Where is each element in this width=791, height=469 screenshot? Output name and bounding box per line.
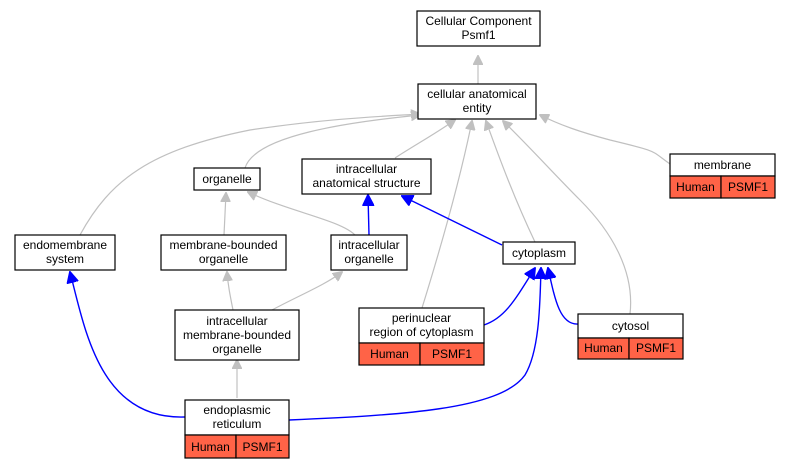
node-label-line: intracellular <box>336 162 397 176</box>
node-label-line: membrane <box>694 158 752 172</box>
node-label-line: endomembrane <box>23 238 107 252</box>
edges-is-a <box>79 56 671 398</box>
node-membrane-bounded-organelle[interactable]: membrane-bounded organelle <box>160 234 287 271</box>
node-label-line: cytosol <box>612 319 649 333</box>
edge-er-to-cytoplasm <box>288 268 541 421</box>
node-label-line: intracellular <box>206 314 267 328</box>
node-perinuclear-region-of-cytoplasm[interactable]: perinuclear region of cytoplasm Human PS… <box>358 307 485 366</box>
edge-cytoplasm-to-cae <box>486 121 536 243</box>
node-label-line: reticulum <box>213 417 262 431</box>
node-label-line: Psmf1 <box>461 28 495 42</box>
edge-endomembrane-to-cae <box>79 114 420 236</box>
node-label-line: organelle <box>212 342 262 356</box>
edge-cytosol-to-cae <box>503 121 632 315</box>
species-label: Human <box>584 341 623 355</box>
node-label-line: region of cytoplasm <box>369 325 473 339</box>
node-label-line: anatomical structure <box>312 176 420 190</box>
node-cytoplasm[interactable]: cytoplasm <box>502 241 576 265</box>
node-label-line: cellular anatomical <box>427 87 526 101</box>
edge-perinuclear-to-cae <box>421 121 472 309</box>
node-label-line: system <box>46 252 84 266</box>
node-intracellular-membrane-bounded-organelle[interactable]: intracellular membrane-bounded organelle <box>174 309 300 361</box>
node-cytosol[interactable]: cytosol Human PSMF1 <box>577 313 684 360</box>
edge-io-to-ias <box>368 195 369 236</box>
node-cellular-anatomical-entity[interactable]: cellular anatomical entity <box>417 83 537 120</box>
node-label-line: organelle <box>344 252 394 266</box>
edge-imbo-to-io <box>271 272 342 311</box>
node-label-line: membrane-bounded <box>169 238 277 252</box>
edge-imbo-to-mbo <box>227 272 234 311</box>
edge-ias-to-cae <box>394 120 455 159</box>
edge-perinuclear-to-cytoplasm <box>483 268 535 326</box>
edge-membrane-to-cae <box>540 115 671 165</box>
node-label-line: perinuclear <box>392 311 451 325</box>
edge-cytosol-to-cytoplasm <box>548 268 579 325</box>
node-label-line: membrane-bounded <box>183 328 291 342</box>
gene-label: PSMF1 <box>242 440 282 454</box>
node-label-line: intracellular <box>338 238 399 252</box>
gene-label: PSMF1 <box>728 180 768 194</box>
node-organelle[interactable]: organelle <box>193 167 261 191</box>
node-intracellular-organelle[interactable]: intracellular organelle <box>330 234 408 271</box>
edges-part-of <box>70 195 579 421</box>
node-membrane[interactable]: membrane Human PSMF1 <box>669 153 776 199</box>
gene-label: PSMF1 <box>432 347 472 361</box>
gene-label: PSMF1 <box>636 341 676 355</box>
edge-organelle-to-cae <box>244 115 420 169</box>
node-label-line: endoplasmic <box>203 403 270 417</box>
node-label-line: cytoplasm <box>512 246 566 260</box>
node-label-line: organelle <box>199 252 249 266</box>
node-label-line: organelle <box>202 172 252 186</box>
node-endoplasmic-reticulum[interactable]: endoplasmic reticulum Human PSMF1 <box>184 399 290 459</box>
species-label: Human <box>191 440 230 454</box>
node-endomembrane-system[interactable]: endomembrane system <box>14 234 116 271</box>
edge-cytoplasm-to-ias <box>402 196 503 246</box>
edge-endomembrane-to-er <box>70 272 186 418</box>
species-label: Human <box>370 347 409 361</box>
edge-io-to-organelle <box>248 192 356 236</box>
edge-mbo-to-organelle <box>224 193 226 236</box>
node-label-line: Cellular Component <box>425 14 532 28</box>
species-label: Human <box>676 180 715 194</box>
node-cellular-component[interactable]: Cellular Component Psmf1 <box>416 10 541 47</box>
node-intracellular-anatomical-structure[interactable]: intracellular anatomical structure <box>301 158 432 195</box>
node-label-line: entity <box>463 101 492 115</box>
